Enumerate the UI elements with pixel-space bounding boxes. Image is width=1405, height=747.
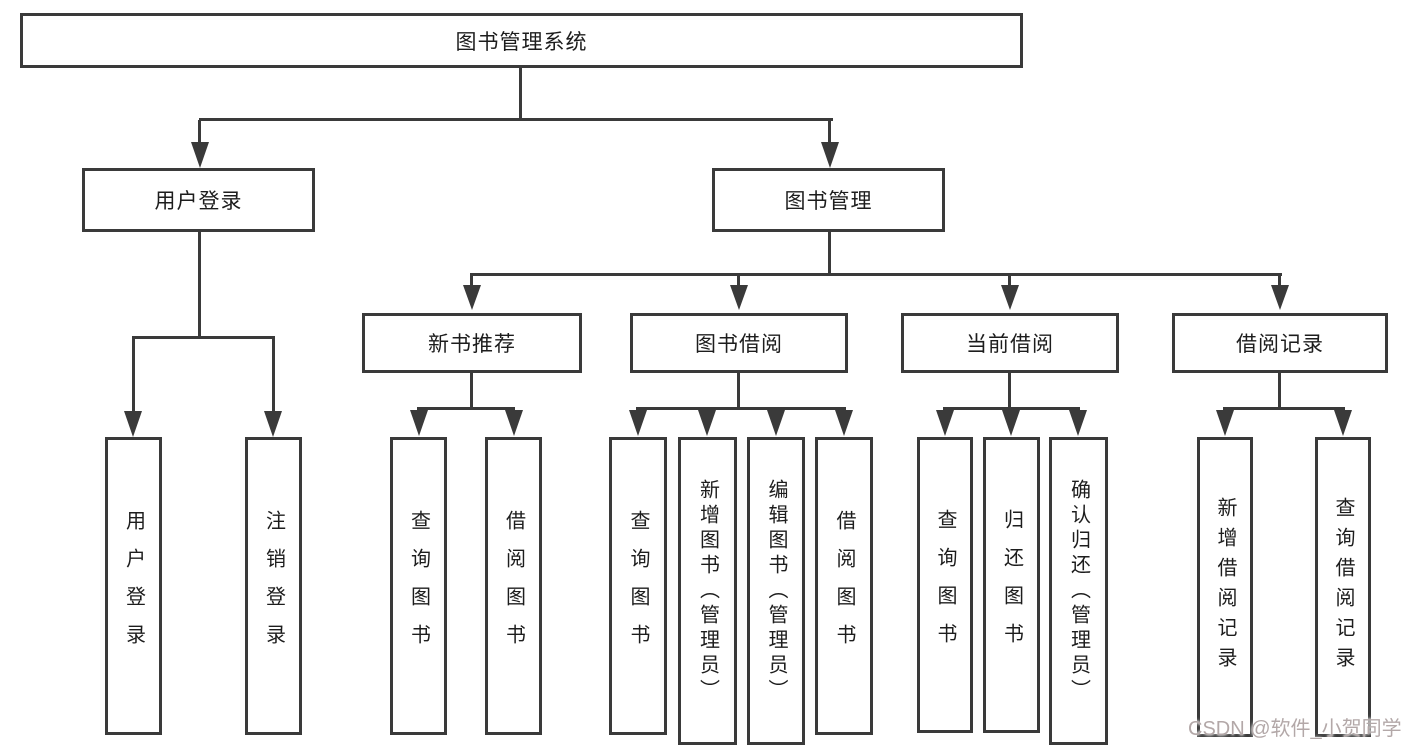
arrow-down-cb-confirm [1069,410,1087,436]
connector-bb-hline [636,407,846,410]
arrow-down-bb-edit [767,410,785,436]
node-borrowing-records: 借阅记录 [1172,313,1388,373]
leaf-borrowing-query-book: 查询图书 [609,437,667,735]
leaf-recommend-query-book-label: 查询图书 [407,510,430,662]
leaf-current-query-book-label: 查询图书 [934,509,956,661]
leaf-recommend-borrow-book-label: 借阅图书 [502,510,525,662]
node-root: 图书管理系统 [20,13,1023,68]
leaf-user-login: 用户登录 [105,437,162,735]
connector-l3-stub-2 [737,276,740,286]
leaf-borrowing-borrow-book: 借阅图书 [815,437,873,735]
leaf-borrowing-add-book-admin: 新增图书（管理员） [678,437,737,745]
leaf-records-add-record: 新增借阅记录 [1197,437,1253,737]
connector-ul-right-drop [272,338,275,413]
node-borrowing-records-label: 借阅记录 [1236,333,1324,356]
arrow-down-br-add [1216,410,1234,436]
leaf-borrowing-borrow-book-label: 借阅图书 [833,510,855,662]
leaf-borrowing-edit-book-admin: 编辑图书（管理员） [747,437,805,745]
connector-ul-left-drop [132,338,135,413]
leaf-logout-login: 注销登录 [245,437,302,735]
connector-cb-stub [1008,373,1011,410]
arrow-down-bb-query [629,410,647,436]
leaf-records-query-record-label: 查询借阅记录 [1332,497,1354,677]
leaf-current-confirm-return-admin: 确认归还（管理员） [1049,437,1108,745]
connector-level3-hline [470,273,1282,276]
leaf-recommend-query-book: 查询图书 [390,437,447,735]
connector-ul-stub [198,232,201,336]
connector-nb-stub [470,373,473,410]
arrow-down-user-login [191,142,209,168]
arrow-down-nb-borrow [505,410,523,436]
connector-user-login-stub [198,120,201,144]
leaf-records-query-record: 查询借阅记录 [1315,437,1371,737]
arrow-down-ul-left [124,411,142,437]
connector-bm-stub [828,232,831,273]
node-book-management-label: 图书管理 [784,190,873,213]
leaf-borrowing-query-book-label: 查询图书 [627,510,649,662]
connector-cb-hline [943,407,1080,410]
leaf-recommend-borrow-book: 借阅图书 [485,437,542,735]
node-current-borrowing-label: 当前借阅 [966,333,1054,356]
leaf-logout-login-label: 注销登录 [262,510,285,662]
arrow-down-book-borrowing [730,285,748,310]
leaf-user-login-label: 用户登录 [122,510,145,662]
leaf-current-confirm-return-admin-label: 确认归还（管理员） [1067,478,1090,704]
connector-book-mgmt-stub [828,120,831,144]
leaf-borrowing-add-book-admin-label: 新增图书（管理员） [696,478,719,704]
node-current-borrowing: 当前借阅 [901,313,1119,373]
connector-ul-hline [132,336,275,339]
leaf-borrowing-edit-book-admin-label: 编辑图书（管理员） [765,478,787,704]
csdn-watermark: CSDN @软件_小贺同学 [1188,718,1402,740]
connector-l3-stub-1 [470,276,473,286]
arrow-down-nb-query [410,410,428,436]
arrow-down-br-query [1334,410,1352,436]
connector-level2-hline [199,118,833,121]
connector-nb-hline [417,407,515,410]
node-book-borrowing: 图书借阅 [630,313,848,373]
node-book-borrowing-label: 图书借阅 [695,333,783,356]
node-root-label: 图书管理系统 [455,30,588,54]
arrow-down-bb-borrow [835,410,853,436]
node-new-book-recommend: 新书推荐 [362,313,582,373]
arrow-down-borrowing-records [1271,285,1289,310]
node-book-management: 图书管理 [712,168,945,232]
connector-l3-stub-4 [1278,276,1281,286]
arrow-down-new-book [463,285,481,310]
node-user-login: 用户登录 [82,168,315,232]
connector-bb-stub [737,373,740,410]
arrow-down-cb-return [1002,410,1020,436]
node-new-book-recommend-label: 新书推荐 [428,333,516,356]
node-user-login-label: 用户登录 [154,190,243,213]
arrow-down-ul-right [264,411,282,437]
connector-br-stub [1278,373,1281,410]
arrow-down-bb-add [698,410,716,436]
leaf-current-return-book-label: 归还图书 [1000,509,1023,661]
connector-l3-stub-3 [1008,276,1011,286]
arrow-down-current-borrowing [1001,285,1019,310]
connector-br-hline [1223,407,1345,410]
arrow-down-cb-query [936,410,954,436]
leaf-current-query-book: 查询图书 [917,437,973,733]
arrow-down-book-mgmt [821,142,839,168]
leaf-records-add-record-label: 新增借阅记录 [1214,497,1236,677]
connector-root-stub [519,68,522,118]
leaf-current-return-book: 归还图书 [983,437,1040,733]
